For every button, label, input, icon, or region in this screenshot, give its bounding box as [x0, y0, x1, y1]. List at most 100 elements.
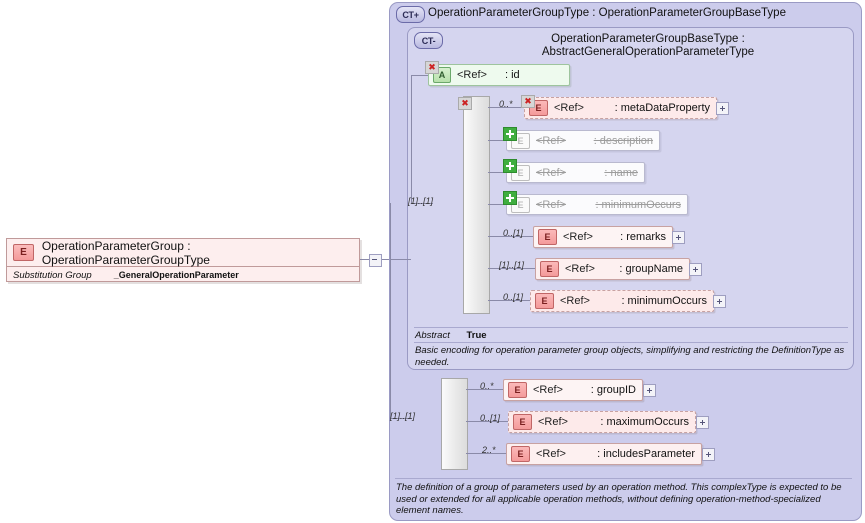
- row-cardinality: 0..[1]: [480, 413, 501, 423]
- complex-type-title: OperationParameterGroupType : OperationP…: [428, 7, 786, 19]
- element-property-row: Substitution Group _GeneralOperationPara…: [7, 267, 359, 283]
- element-ref: <Ref>: [533, 384, 563, 396]
- attribute-id[interactable]: A <Ref> : id: [428, 64, 570, 86]
- base-type-collapse-badge-icon[interactable]: CT-: [414, 32, 443, 49]
- element-ref: <Ref>: [563, 231, 593, 243]
- element-name: : groupID: [590, 384, 636, 396]
- row-cardinality: 0..*: [480, 381, 494, 391]
- prohibited-marker-icon: [521, 95, 535, 108]
- added-marker-icon: [503, 127, 517, 141]
- element-header: E OperationParameterGroup : OperationPar…: [7, 239, 359, 267]
- connector-line: [466, 389, 508, 390]
- substitution-group-value: _GeneralOperationParameter: [113, 270, 239, 280]
- abstract-property-row: Abstract True: [415, 330, 487, 341]
- connector-line: [488, 172, 506, 173]
- element-row-groupname[interactable]: E <Ref> : groupName: [535, 258, 690, 280]
- element-badge-icon: E: [508, 382, 527, 398]
- model-group-bar: [441, 378, 468, 470]
- element-row-minimumoccurs-prohibited[interactable]: E <Ref> : minimumOccurs: [506, 194, 688, 215]
- element-row-includesparameter[interactable]: E <Ref> : includesParameter: [506, 443, 702, 465]
- element-badge-icon: E: [538, 229, 557, 245]
- element-ref: <Ref>: [554, 102, 584, 114]
- element-ref: <Ref>: [538, 416, 568, 428]
- abstract-value: True: [466, 330, 487, 341]
- element-row-description[interactable]: E <Ref> : description: [506, 130, 660, 151]
- divider: [414, 327, 848, 328]
- connector-line: [488, 236, 533, 237]
- complex-type-documentation: The definition of a group of parameters …: [396, 482, 842, 516]
- abstract-label: Abstract: [415, 330, 450, 341]
- connector-line: [390, 203, 391, 418]
- element-ref: <Ref>: [565, 263, 595, 275]
- divider: [414, 342, 848, 343]
- element-name: : includesParameter: [597, 448, 695, 460]
- row-cardinality: [1]..[1]: [499, 260, 525, 270]
- element-badge-icon: E: [535, 293, 554, 309]
- expand-toggle[interactable]: [643, 384, 656, 397]
- element-name: : minimumOccurs: [595, 198, 681, 211]
- element-badge-icon: E: [513, 414, 532, 430]
- element-row-metadataproperty[interactable]: E <Ref> : metaDataProperty: [524, 97, 717, 119]
- inner-sequence-cardinality: [1]..[1]: [408, 196, 434, 206]
- divider: [395, 478, 852, 479]
- prohibited-marker-icon: [458, 97, 472, 110]
- row-cardinality: 2..*: [482, 445, 496, 455]
- element-row-minimumoccurs[interactable]: E <Ref> : minimumOccurs: [530, 290, 714, 312]
- element-ref: <Ref>: [560, 295, 590, 307]
- substitution-group-label: Substitution Group: [13, 269, 92, 281]
- expand-toggle[interactable]: [716, 102, 729, 115]
- element-badge-icon: E: [540, 261, 559, 277]
- connector-line: [466, 453, 506, 454]
- added-marker-icon: [503, 191, 517, 205]
- expand-toggle[interactable]: [689, 263, 702, 276]
- element-ref: <Ref>: [536, 198, 566, 211]
- connector-line: [488, 107, 524, 108]
- element-name: : description: [593, 134, 653, 147]
- attribute-name: : id: [504, 69, 520, 81]
- element-name: : maximumOccurs: [600, 416, 689, 428]
- connector-line: [466, 421, 508, 422]
- connector-line: [411, 75, 412, 203]
- connector-line: [390, 259, 411, 260]
- row-cardinality: 0..[1]: [503, 228, 524, 238]
- connector-line: [360, 259, 369, 260]
- element-name: : groupName: [619, 263, 683, 275]
- element-operation-parameter-group[interactable]: E OperationParameterGroup : OperationPar…: [6, 238, 360, 282]
- added-marker-icon: [503, 159, 517, 173]
- connector-line: [411, 75, 428, 76]
- element-name: : metaDataProperty: [614, 102, 710, 114]
- prohibited-marker-icon: [425, 61, 439, 74]
- element-name: : name: [604, 166, 638, 179]
- model-group-bar: [463, 96, 490, 314]
- connector-line: [411, 203, 433, 204]
- expand-toggle[interactable]: [696, 416, 709, 429]
- connector-line: [488, 204, 506, 205]
- expand-toggle[interactable]: [713, 295, 726, 308]
- element-title: OperationParameterGroup : OperationParam…: [41, 238, 210, 267]
- base-type-title: OperationParameterGroupBaseType : Abstra…: [541, 33, 755, 58]
- expand-toggle[interactable]: [672, 231, 685, 244]
- collapse-toggle-box[interactable]: [369, 254, 382, 267]
- expand-toggle[interactable]: [702, 448, 715, 461]
- element-badge-icon: E: [13, 244, 34, 261]
- element-name: : remarks: [620, 231, 666, 243]
- element-ref: <Ref>: [536, 448, 566, 460]
- attribute-ref: <Ref>: [457, 69, 487, 81]
- connector-line: [488, 268, 535, 269]
- outer-sequence-cardinality: [1]..[1]: [390, 411, 416, 421]
- element-row-maximumoccurs[interactable]: E <Ref> : maximumOccurs: [508, 411, 696, 433]
- connector-line: [390, 418, 412, 419]
- element-ref: <Ref>: [536, 134, 566, 147]
- element-row-name[interactable]: E <Ref> : name: [506, 162, 645, 183]
- row-cardinality: 0..[1]: [503, 292, 524, 302]
- connector-line: [488, 140, 506, 141]
- complex-type-expand-badge-icon[interactable]: CT+: [396, 6, 425, 23]
- element-row-remarks[interactable]: E <Ref> : remarks: [533, 226, 673, 248]
- element-ref: <Ref>: [536, 166, 566, 179]
- element-row-groupid[interactable]: E <Ref> : groupID: [503, 379, 643, 401]
- element-name: : minimumOccurs: [621, 295, 707, 307]
- base-type-documentation: Basic encoding for operation parameter g…: [415, 345, 845, 368]
- connector-line: [380, 259, 390, 260]
- row-cardinality: 0..*: [499, 99, 513, 109]
